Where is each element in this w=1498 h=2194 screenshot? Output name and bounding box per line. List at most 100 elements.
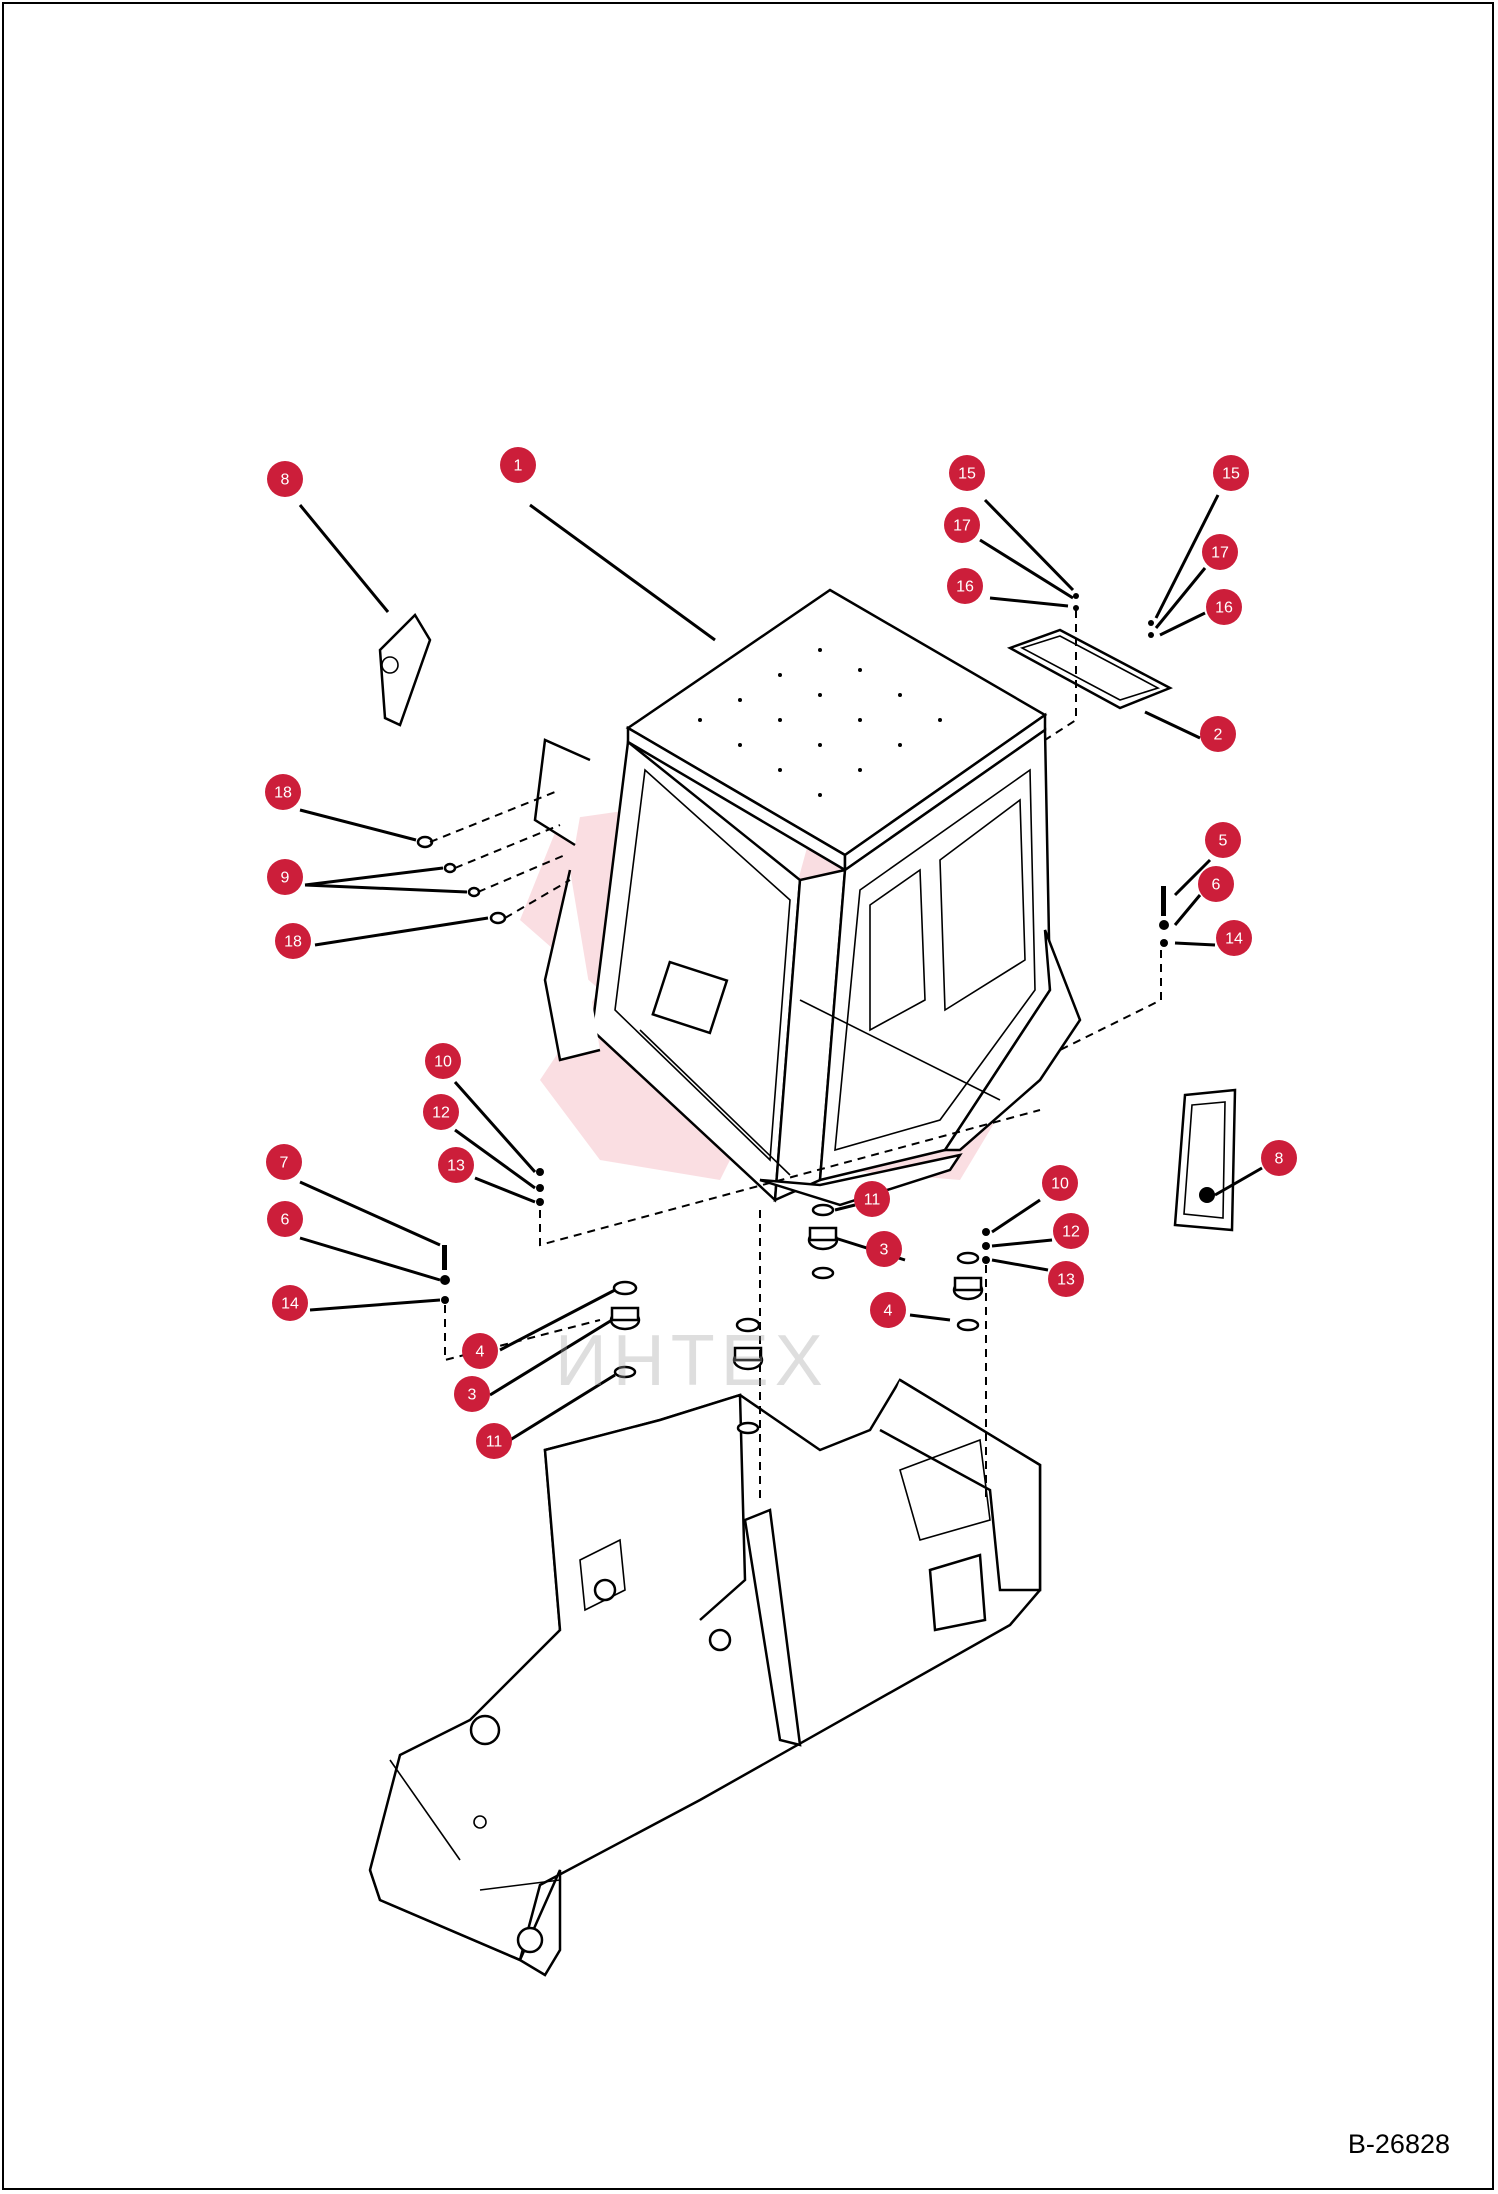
mount-stack-right: [807, 1203, 984, 1332]
callout-label: 11: [864, 1192, 881, 1209]
callout-c-17b: 17: [1202, 534, 1238, 570]
callout-label: 11: [486, 1434, 503, 1451]
callout-marker: [1213, 455, 1249, 491]
callout-marker: [275, 923, 311, 959]
callout-marker: [870, 1292, 906, 1328]
callout-marker: [425, 1043, 461, 1079]
callout-label: 16: [956, 579, 974, 596]
callout-marker: [1261, 1140, 1297, 1176]
callout-c-3b: 3: [454, 1376, 490, 1412]
callout-label: 6: [1212, 877, 1221, 894]
callout-marker: [854, 1181, 890, 1217]
callout-label: 12: [432, 1105, 450, 1122]
callout-marker: [1216, 920, 1252, 956]
callout-c-13a: 13: [438, 1147, 474, 1183]
callout-c-14a: 14: [1216, 920, 1252, 956]
callout-c-1: 1: [500, 447, 536, 483]
callout-c-6b: 6: [267, 1201, 303, 1237]
callout-marker: [267, 859, 303, 895]
callout-label: 17: [1211, 545, 1229, 562]
callout-c-16a: 16: [947, 568, 983, 604]
callout-marker: [944, 507, 980, 543]
callout-label: 3: [880, 1242, 889, 1259]
callout-c-8a: 8: [267, 461, 303, 497]
callout-marker: [423, 1094, 459, 1130]
watermark-text: ИНТЕХ: [555, 1321, 829, 1401]
fastener-hardware: [440, 593, 1169, 1304]
callout-label: 10: [434, 1054, 452, 1071]
callout-c-14b: 14: [272, 1285, 308, 1321]
callout-label: 12: [1062, 1224, 1080, 1241]
callout-c-8b: 8: [1261, 1140, 1297, 1176]
callout-c-12b: 12: [1053, 1213, 1089, 1249]
callout-c-6a: 6: [1198, 866, 1234, 902]
callout-label: 14: [1225, 931, 1243, 948]
callout-label: 9: [281, 870, 290, 887]
callout-marker: [267, 1201, 303, 1237]
callout-c-16b: 16: [1206, 589, 1242, 625]
callout-c-12a: 12: [423, 1094, 459, 1130]
callout-label: 8: [281, 472, 290, 489]
callout-c-11b: 11: [476, 1423, 512, 1459]
callout-label: 16: [1215, 600, 1233, 617]
alignment-lines: [429, 610, 1162, 1500]
callout-marker: [949, 455, 985, 491]
callout-marker: [1200, 716, 1236, 752]
callout-c-4b: 4: [462, 1333, 498, 1369]
callout-marker: [454, 1376, 490, 1412]
callout-marker: [1053, 1213, 1089, 1249]
roof-rivets: [698, 648, 942, 797]
callout-c-13b: 13: [1048, 1261, 1084, 1297]
callout-label: 2: [1214, 727, 1223, 744]
callout-c-5: 5: [1205, 822, 1241, 858]
callout-label: 5: [1219, 833, 1228, 850]
callout-label: 14: [281, 1296, 299, 1313]
callout-marker: [1198, 866, 1234, 902]
callout-marker: [266, 1144, 302, 1180]
callout-marker: [438, 1147, 474, 1183]
callout-marker: [462, 1333, 498, 1369]
cab-assembly: [533, 588, 1082, 1207]
callout-label: 15: [958, 466, 976, 483]
callout-marker: [500, 447, 536, 483]
callout-marker: [1206, 589, 1242, 625]
callout-c-3a: 3: [866, 1231, 902, 1267]
callout-c-10b: 10: [1042, 1165, 1078, 1201]
callout-label: 10: [1051, 1176, 1069, 1193]
callout-c-18a: 18: [265, 774, 301, 810]
callout-marker: [267, 461, 303, 497]
mirror-left: [378, 612, 432, 727]
main-frame: [368, 1378, 1042, 1977]
callout-c-7: 7: [266, 1144, 302, 1180]
callout-label: 13: [447, 1158, 465, 1175]
callout-marker: [1205, 822, 1241, 858]
callout-c-10a: 10: [425, 1043, 461, 1079]
callout-label: 6: [281, 1212, 290, 1229]
callout-marker: [1042, 1165, 1078, 1201]
callout-label: 17: [953, 518, 971, 535]
callout-c-11a: 11: [854, 1181, 890, 1217]
callout-label: 3: [468, 1387, 477, 1404]
callout-marker: [272, 1285, 308, 1321]
callout-label: 4: [476, 1344, 485, 1361]
document-id: B-26828: [1347, 2129, 1450, 2159]
callout-label: 15: [1222, 466, 1240, 483]
callout-c-9: 9: [267, 859, 303, 895]
leader-lines: [298, 494, 1263, 1442]
callout-marker: [947, 568, 983, 604]
callout-label: 8: [1275, 1151, 1284, 1168]
callout-c-4a: 4: [870, 1292, 906, 1328]
callout-label: 1: [514, 458, 523, 475]
callout-c-17a: 17: [944, 507, 980, 543]
callout-marker: [1202, 534, 1238, 570]
mirror-right: [1173, 1088, 1237, 1232]
callout-c-15a: 15: [949, 455, 985, 491]
callout-c-15b: 15: [1213, 455, 1249, 491]
callout-label: 7: [280, 1155, 289, 1172]
callout-marker: [1048, 1261, 1084, 1297]
callout-label: 13: [1057, 1272, 1075, 1289]
callout-marker: [265, 774, 301, 810]
